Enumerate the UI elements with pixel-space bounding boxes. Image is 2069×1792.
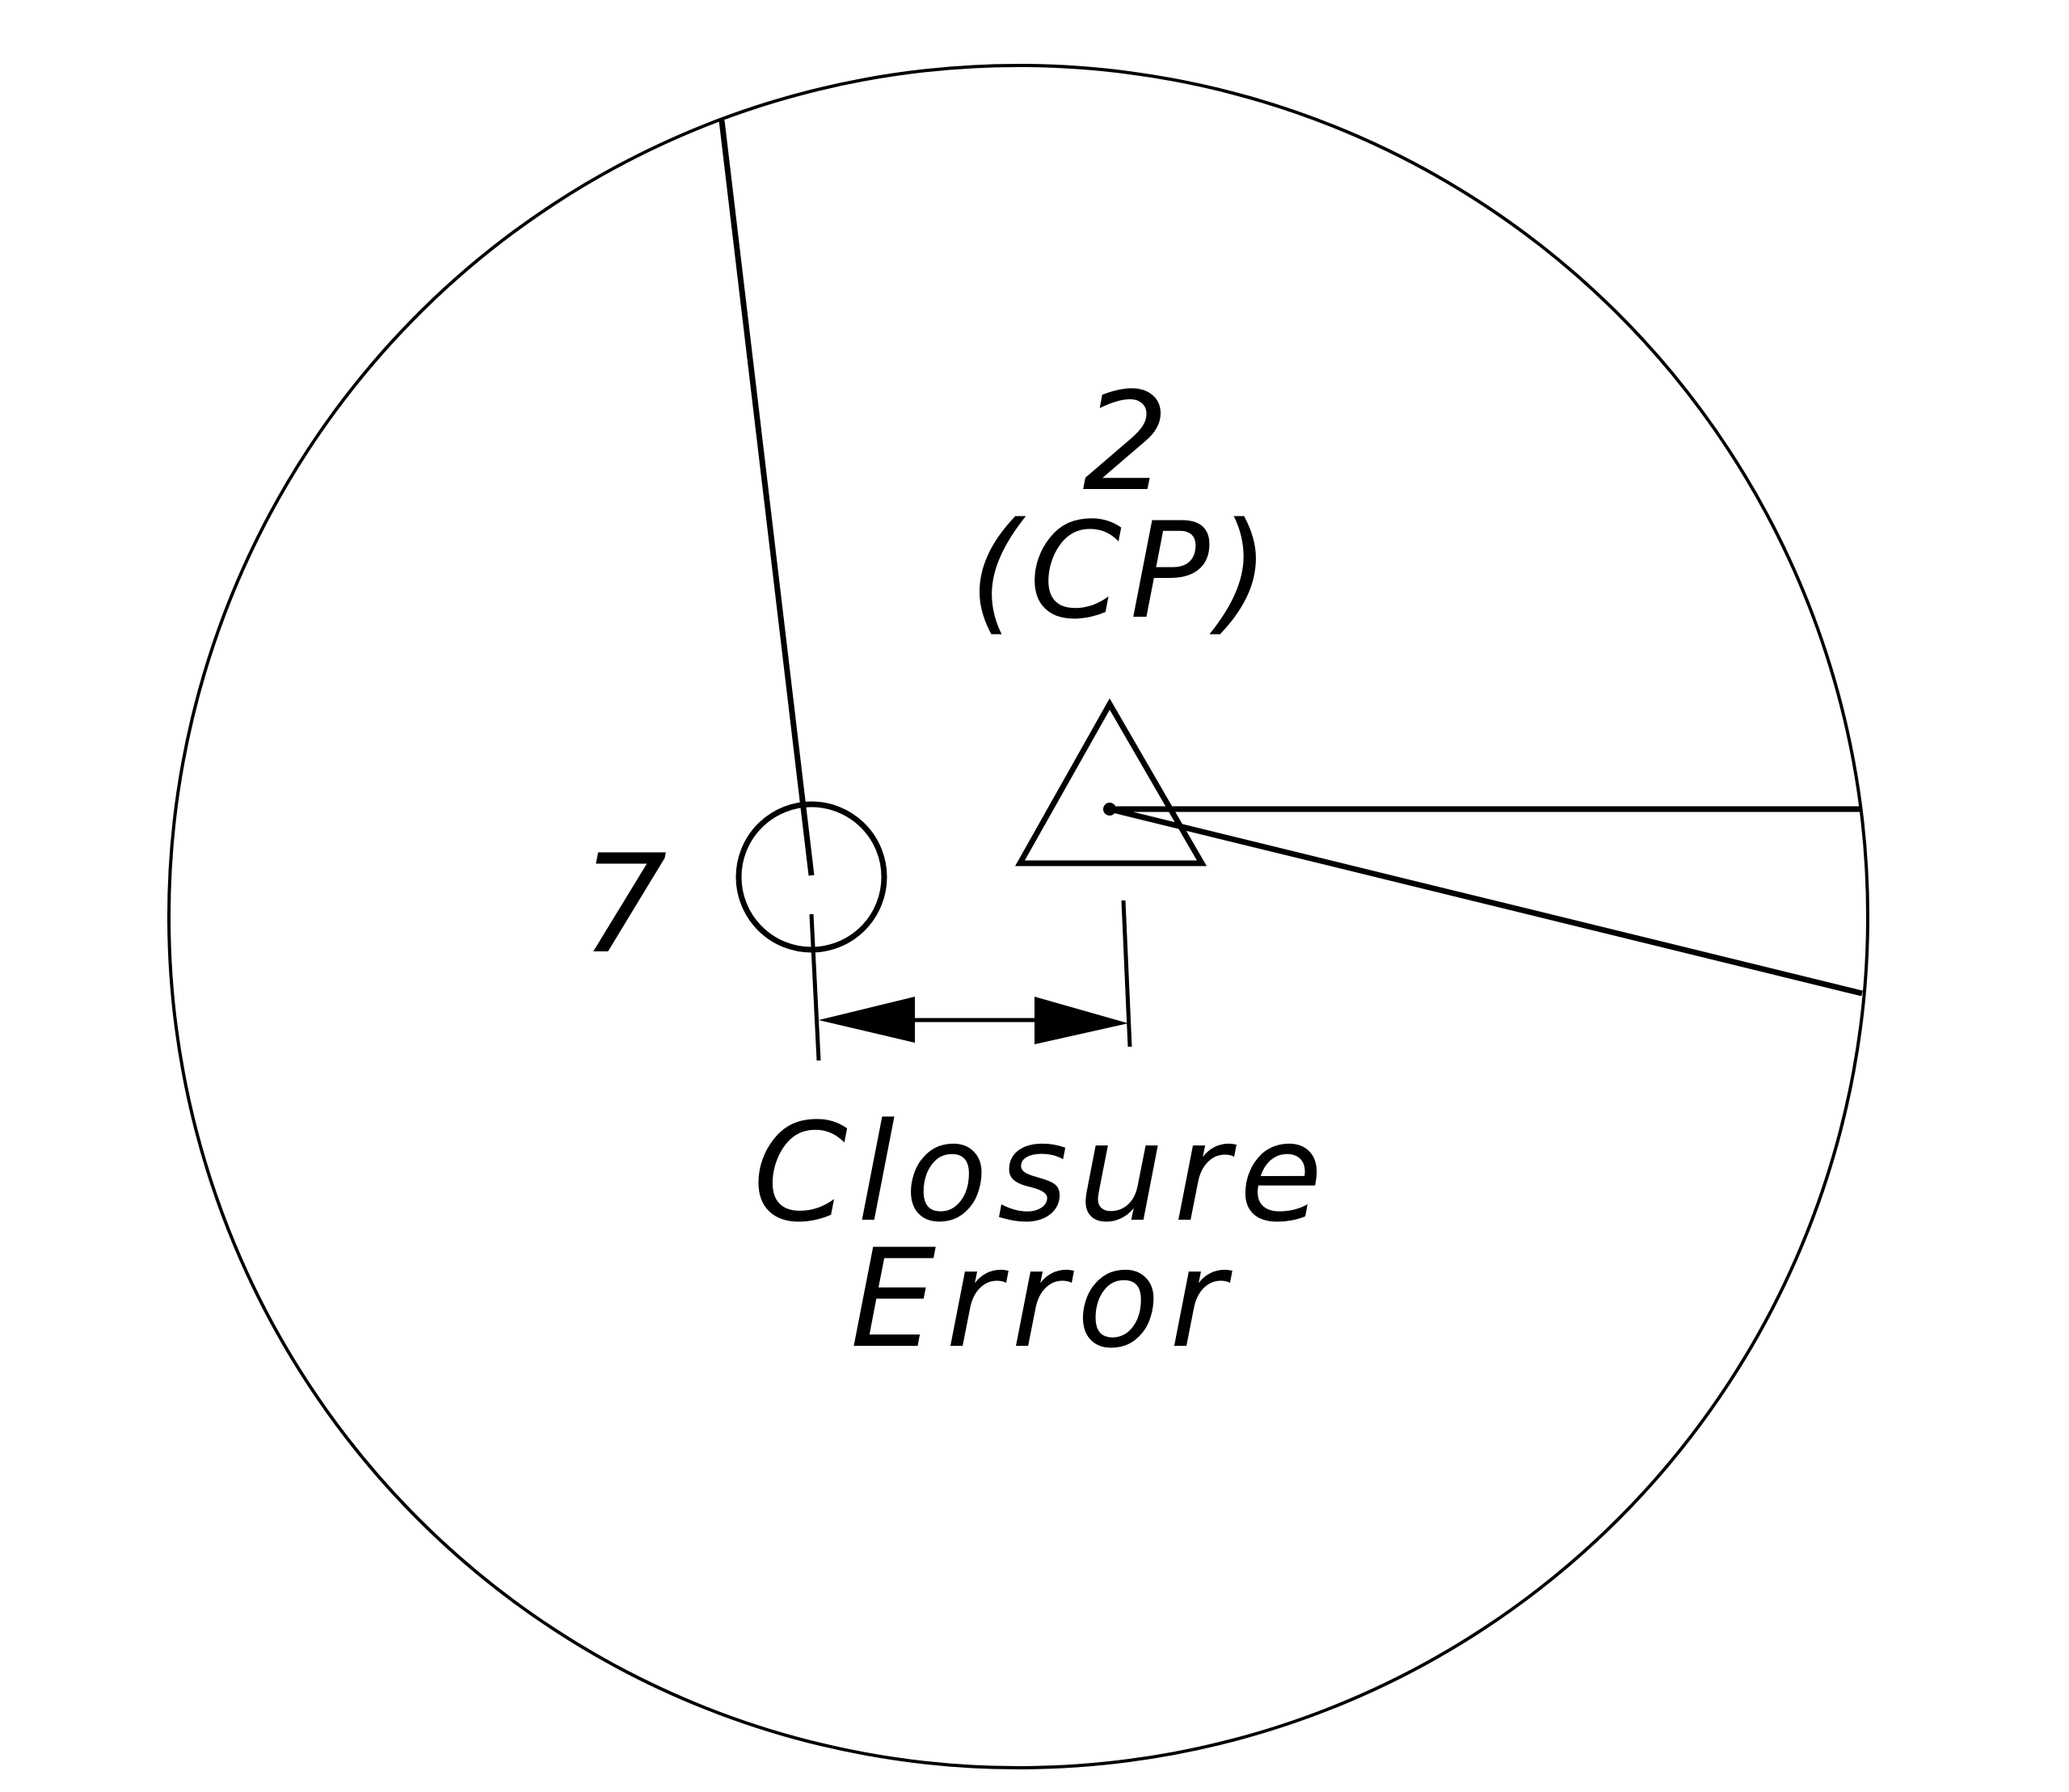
closure-error-label-line2: Error xyxy=(850,1220,1235,1378)
dimension-arrowhead-left xyxy=(819,997,915,1043)
traverse-line-to-point-7 xyxy=(718,120,815,876)
detail-boundary-circle xyxy=(167,64,1869,1769)
line-cp-southeast xyxy=(1109,806,1863,997)
dimension-arrowhead-right xyxy=(1034,997,1128,1044)
control-point-triangle xyxy=(1015,698,1207,866)
traverse-point-number-label: 7 xyxy=(581,825,668,984)
control-point-center-dot xyxy=(1103,803,1116,816)
control-point-tag-label: (CP) xyxy=(969,494,1277,648)
extension-line-right xyxy=(1121,900,1132,1048)
closure-error-label-line1: Closure xyxy=(752,1094,1332,1252)
extension-line-left xyxy=(809,913,821,1061)
control-point-number-label: 2 xyxy=(1083,363,1169,521)
